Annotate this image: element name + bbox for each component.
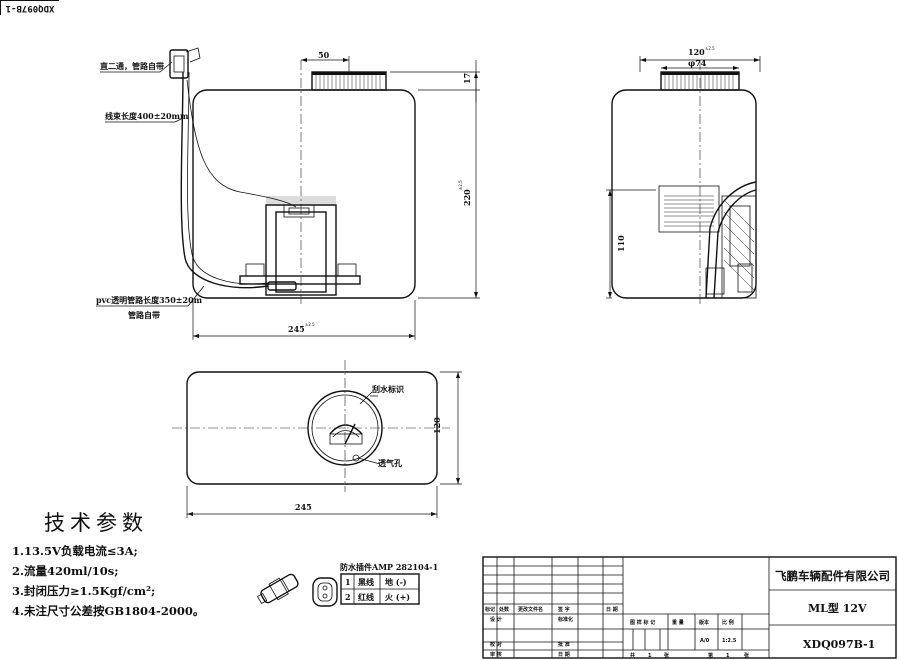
dim-245-top: 245 [295, 502, 312, 512]
tb-sheet: 张 [664, 652, 670, 659]
dim-50: 50 [318, 50, 330, 60]
conn-row1-func: 地 (-) [385, 577, 407, 587]
pump-flange [239, 275, 361, 285]
tank-body-front [192, 89, 416, 299]
conn-row2-wire: 红线 [358, 592, 374, 602]
label-tube-included: 管路自带 [128, 310, 160, 320]
dim-17: 17 [462, 73, 472, 84]
label-harness-length: 线束长度400±20mm [105, 111, 189, 121]
dim-245-tol: ±2.5 [305, 322, 315, 327]
conn-row1-no: 1 [345, 577, 351, 587]
pump-inner [275, 211, 327, 293]
dim-120-side: 120 [688, 47, 705, 57]
conn-row2-func: 火 (+) [385, 592, 410, 602]
tb-date: 日 期 [558, 651, 570, 658]
dim-220: 220 [462, 189, 472, 206]
pvc-tube [180, 71, 269, 289]
param-3: 3.封闭压力≥1.5Kgf/cm²; [12, 584, 156, 598]
pump-section-body [721, 195, 757, 299]
top-view: 刮水标识 透气孔 120 245 [172, 360, 462, 518]
tb-date-h: 日 期 [606, 606, 618, 613]
filler-opening [307, 390, 383, 466]
tb-version: A/0 [700, 638, 710, 644]
dim-phi74: φ74 [688, 58, 707, 68]
warning-label-plate [658, 185, 720, 233]
param-2: 2.流量420ml/10s; [12, 564, 119, 578]
tb-page: 第 [708, 652, 713, 659]
tb-proofread: 校 对 [490, 641, 502, 648]
tb-scale: 1:2.5 [722, 638, 737, 644]
dim-245: 245 [288, 324, 305, 334]
param-4: 4.未注尺寸公差按GB1804-2000。 [12, 604, 205, 618]
tank-body-side [611, 89, 757, 299]
tb-standardize: 标准化 [557, 616, 573, 623]
label-wiper-logo: 刮水标识 [372, 384, 404, 394]
side-view: 120 ±2.5 φ74 110 [606, 46, 761, 305]
connector-diagram: 防水插件AMP 282104-1 1 黑线 地 (-) 2 红线 火 (+) [256, 562, 438, 607]
tb-total: 共 [630, 652, 635, 659]
tb-ratio: 比 例 [722, 619, 734, 626]
connector-face [312, 577, 338, 607]
pump-outlet [267, 281, 297, 291]
dim-220-tol: ±2.5 [458, 180, 463, 190]
tb-total-n: 1 [648, 653, 652, 659]
tb-mark: 标记 [484, 606, 495, 613]
tb-weight: 重 量 [672, 619, 684, 626]
dim-120-top: 120 [432, 417, 442, 434]
harness-connector [169, 49, 189, 79]
dim-120-tol: ±2.5 [705, 46, 715, 51]
connector-title: 防水插件AMP 282104-1 [340, 562, 438, 572]
tb-sign: 签 字 [557, 606, 570, 613]
tb-sheet2: 张 [744, 652, 750, 659]
dim-110: 110 [616, 235, 626, 252]
tb-stage-mark: 图 样 标 记 [630, 619, 655, 626]
param-1: 1.13.5V负载电流≤3A; [12, 544, 138, 558]
wiper-symbol [329, 424, 363, 435]
label-vent-hole: 透气孔 [378, 458, 402, 468]
conn-row2-no: 2 [345, 592, 351, 602]
tb-design: 设 计 [490, 616, 502, 623]
tb-company: 飞鹏车辆配件有限公司 [775, 569, 890, 583]
tb-review: 审 核 [490, 651, 502, 658]
tb-drawing-no: XDQ097B-1 [803, 638, 875, 651]
tb-model: ML型 12V [808, 601, 867, 615]
params-title: 技术参数 [44, 511, 148, 535]
conn-row1-wire: 黑线 [358, 577, 374, 587]
pump-connector [283, 204, 315, 218]
tb-change-file: 更改文件名 [518, 606, 543, 613]
technical-parameters: 技术参数 1.13.5V负载电流≤3A; 2.流量420ml/10s; 3.封闭… [12, 507, 252, 621]
tb-page-n: 1 [726, 653, 730, 659]
tb-count: 处数 [498, 606, 510, 613]
label-dual-pass-tube: 直二通，管路自带 [100, 61, 164, 71]
front-view: 50 17 220 ±2.5 245 ±2.5 直二通，管路自带 线束长度400… [96, 47, 480, 340]
pump-section [705, 181, 757, 299]
title-block: 标记 处数 更改文件名 签 字 日 期 设 计 标准化 校 对 批 准 审 核 … [482, 556, 897, 659]
tb-approve: 批 准 [558, 641, 570, 648]
label-pvc-tube: pvc透明管路长度350±20m [96, 295, 203, 305]
connector-plug [260, 573, 299, 604]
tb-edition: 版本 [699, 619, 710, 626]
wire-harness [186, 79, 297, 208]
